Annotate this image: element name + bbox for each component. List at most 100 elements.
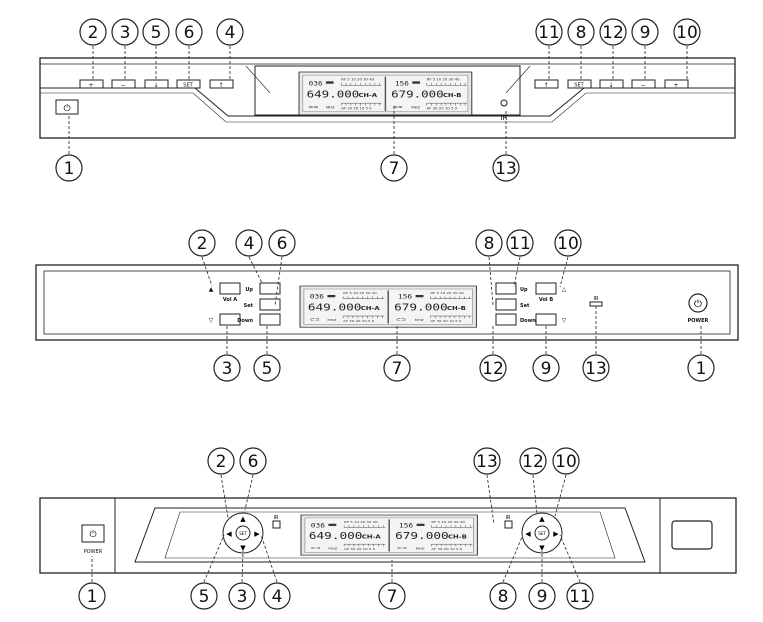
lcd-a-frequency: 649.000 xyxy=(309,531,363,542)
callout-number: 4 xyxy=(225,23,236,43)
leader-line xyxy=(201,256,213,287)
leader-lines xyxy=(68,46,702,583)
minus-label: − xyxy=(640,82,645,89)
set-button-a[interactable] xyxy=(259,298,281,311)
key-icon: ⊂⊃ xyxy=(311,546,321,551)
callout-number: 10 xyxy=(676,23,698,43)
callout-circle xyxy=(528,582,556,610)
down-arrow-icon: ↓ xyxy=(153,82,158,89)
callout-circle xyxy=(567,18,595,46)
lcd-a-channel: CH-A xyxy=(359,93,378,99)
panel-2-frame xyxy=(35,264,739,341)
set-button-b[interactable] xyxy=(567,79,592,89)
lcd-a-af-scale: AF 30 20 10 5 0 xyxy=(343,319,374,322)
lcd-a-af-scale: AF 30 20 10 5 0 xyxy=(341,107,371,111)
nav-cluster-a: SET ▲ ▼ ◀ ▶ xyxy=(222,512,264,554)
set-button-b[interactable] xyxy=(495,298,517,311)
up-label: Up xyxy=(520,287,528,293)
up-arrow-icon[interactable]: ▲ xyxy=(240,515,246,523)
down-button-b[interactable] xyxy=(599,79,624,89)
down-arrow-icon: ▽ xyxy=(562,317,567,324)
down-button-a[interactable] xyxy=(144,79,169,89)
ir-sensor-icon xyxy=(504,520,513,529)
up-button-b[interactable] xyxy=(534,79,559,89)
callout-circle xyxy=(582,354,610,382)
vol-b-up-button[interactable] xyxy=(535,282,557,295)
set-button-a[interactable] xyxy=(235,525,251,541)
vol-a-up-button[interactable] xyxy=(219,282,241,295)
callout-number: 11 xyxy=(538,23,560,43)
plus-button-a[interactable] xyxy=(79,79,104,89)
set-button-a[interactable] xyxy=(176,79,201,89)
callout-circle xyxy=(566,582,594,610)
ir-label: IR xyxy=(274,515,279,521)
callout-circle xyxy=(263,582,291,610)
lcd-b-channel: CH-B xyxy=(448,534,467,540)
vol-b-label: Vol B xyxy=(539,297,553,303)
minus-button-b[interactable] xyxy=(631,79,656,89)
callout-circle xyxy=(78,582,106,610)
set-button-b[interactable] xyxy=(534,525,550,541)
left-arrow-icon[interactable]: ◀ xyxy=(226,530,232,538)
callout-circle xyxy=(239,447,267,475)
power-icon: ⏻ xyxy=(694,299,702,310)
callout-number: 3 xyxy=(237,587,248,607)
power-icon: ⏻ xyxy=(89,529,96,540)
minus-button-a[interactable] xyxy=(111,79,136,89)
callout-number: 11 xyxy=(509,234,531,254)
up-button-a[interactable] xyxy=(259,282,281,295)
callout-number: 9 xyxy=(541,359,552,379)
callout-number: 1 xyxy=(87,587,98,607)
callout-number: 13 xyxy=(585,359,607,379)
callout-circle xyxy=(216,18,244,46)
callout-number: 8 xyxy=(576,23,587,43)
lcd-b-frequency: 679.000 xyxy=(394,301,448,313)
callout-number: 10 xyxy=(557,234,579,254)
callout-number: 9 xyxy=(537,587,548,607)
callout-circle xyxy=(506,229,534,257)
callout-circle xyxy=(175,18,203,46)
right-arrow-icon[interactable]: ▶ xyxy=(254,530,260,538)
down-arrow-icon: ▽ xyxy=(209,317,214,324)
power-button[interactable] xyxy=(81,524,105,543)
plus-button-b[interactable] xyxy=(664,79,689,89)
lcd-b-rf-scale: RF 5 10 20 30 40 xyxy=(431,520,464,523)
lcd-b-mhz: MHZ xyxy=(411,106,420,110)
lcd-a-channel: CH-A xyxy=(362,534,381,540)
lcd-b-af-scale: AF 30 20 10 5 0 xyxy=(430,319,461,322)
ir-label: IR xyxy=(501,114,508,122)
right-button-row: ↑ SET ↓ − + xyxy=(534,79,689,89)
power-label: POWER xyxy=(688,318,709,324)
callout-number: 6 xyxy=(184,23,195,43)
power-button[interactable] xyxy=(688,293,708,313)
down-arrow-icon: ↓ xyxy=(608,82,613,89)
set-label: Set xyxy=(520,303,530,309)
down-arrow-icon[interactable]: ▼ xyxy=(240,544,246,552)
down-button-a[interactable] xyxy=(259,313,281,326)
power-button[interactable] xyxy=(55,99,79,115)
leader-line xyxy=(532,474,538,515)
up-arrow-icon[interactable]: ▲ xyxy=(539,515,545,523)
lcd-a-rf-scale: RF 5 10 20 30 40 xyxy=(343,292,377,295)
callout-circle xyxy=(492,154,520,182)
vol-b-down-button[interactable] xyxy=(535,313,557,326)
right-arrow-icon[interactable]: ▶ xyxy=(553,530,559,538)
callout-number: 1 xyxy=(64,159,75,179)
up-button-b[interactable] xyxy=(495,282,517,295)
callout-number: 7 xyxy=(387,587,398,607)
vol-a-down-button[interactable] xyxy=(219,313,241,326)
lcd-a-mhz: MHZ xyxy=(327,319,337,322)
set-label: SET xyxy=(538,531,546,536)
panel-1-frame xyxy=(39,57,736,139)
left-arrow-icon[interactable]: ◀ xyxy=(525,530,531,538)
callout-circle xyxy=(228,582,256,610)
panel-2: ▲ Vol A ▽ Up Set Down Up Set Down △ Vol … xyxy=(35,264,739,341)
callout-number: 2 xyxy=(216,452,227,472)
leader-line xyxy=(274,256,283,306)
lcd-b-frequency: 679.000 xyxy=(395,531,449,542)
up-button-a[interactable] xyxy=(209,79,234,89)
down-arrow-icon[interactable]: ▼ xyxy=(539,544,545,552)
power-label: POWER xyxy=(84,549,103,555)
down-button-b[interactable] xyxy=(495,313,517,326)
up-label: Up xyxy=(245,287,253,293)
